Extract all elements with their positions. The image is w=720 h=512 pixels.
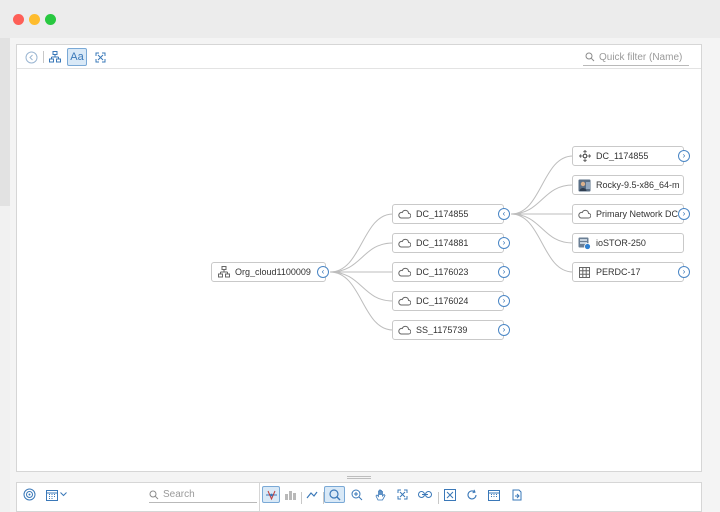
node-label: DC_1174855	[416, 209, 469, 219]
cloud-icon	[398, 295, 411, 308]
expand-toggle-network[interactable]: ›	[678, 208, 690, 220]
network-move-icon	[578, 150, 591, 163]
cloud-icon	[578, 208, 591, 221]
topology-icon[interactable]	[262, 486, 280, 503]
org-icon	[217, 266, 230, 279]
splitter-grip[interactable]	[347, 476, 371, 479]
graph-node-dc[interactable]: DC_1176024	[392, 291, 504, 311]
panel-splitter[interactable]	[16, 475, 702, 481]
graph-node-dc[interactable]: DC_1174855	[392, 204, 504, 224]
graph-node-vm[interactable]: Rocky-9.5-x86_64-m	[572, 175, 684, 195]
zoom-select-icon[interactable]	[324, 486, 345, 503]
export-icon[interactable]	[508, 486, 526, 503]
graph-toolbar: Aa Quick filter (Name)	[17, 45, 701, 69]
graph-edges	[329, 155, 574, 331]
collapse-toggle-dc[interactable]: ‹	[498, 208, 510, 220]
maximize-window-button[interactable]	[45, 14, 56, 25]
trend-icon[interactable]	[303, 486, 321, 503]
calendar-dropdown[interactable]	[43, 486, 69, 503]
toolbar-separator	[438, 492, 439, 504]
node-label: DC_1174855	[596, 151, 649, 161]
left-strip-upper	[0, 38, 10, 206]
expand-toggle-ss[interactable]: ›	[498, 324, 510, 336]
node-label: Primary Network DC	[596, 209, 679, 219]
graph-node-dc[interactable]: DC_1176023	[392, 262, 504, 282]
cloud-icon	[398, 324, 411, 337]
chevron-down-icon	[59, 492, 67, 497]
close-window-button[interactable]	[13, 14, 24, 25]
cloud-icon	[398, 237, 411, 250]
graph-node-network[interactable]: Primary Network DC	[572, 204, 684, 224]
back-icon[interactable]	[21, 48, 41, 66]
search-icon	[585, 52, 595, 62]
node-label: SS_1175739	[416, 325, 468, 335]
bottom-toolbar	[259, 482, 702, 512]
bottom-search-input[interactable]: Search	[149, 487, 257, 503]
graph-node-ss[interactable]: SS_1175739	[392, 320, 504, 340]
expand-toggle-dc[interactable]: ›	[498, 295, 510, 307]
node-label: DC_1176024	[416, 296, 469, 306]
toolbar-separator	[301, 492, 302, 504]
storage-icon	[578, 237, 591, 250]
fit-screen-icon[interactable]	[393, 486, 411, 503]
node-label: DC_1176023	[416, 267, 469, 277]
collapse-toggle-root[interactable]: ‹	[317, 266, 329, 278]
fit-screen-icon[interactable]	[90, 48, 110, 66]
node-label: PERDC-17	[596, 267, 641, 277]
search-placeholder: Search	[163, 489, 195, 500]
calendar-icon	[45, 489, 58, 501]
expand-toggle-dc[interactable]: ›	[498, 266, 510, 278]
quick-filter-placeholder: Quick filter (Name)	[599, 51, 683, 63]
graph-node-cluster[interactable]: PERDC-17	[572, 262, 684, 282]
chart-icon	[281, 486, 299, 503]
graph-node-network[interactable]: DC_1174855	[572, 146, 684, 166]
refresh-icon[interactable]	[463, 486, 481, 503]
link-icon[interactable]	[416, 486, 434, 503]
graph-node-dc[interactable]: DC_1174881	[392, 233, 504, 253]
node-label: ioSTOR-250	[596, 238, 646, 248]
node-label: Rocky-9.5-x86_64-m	[596, 180, 680, 190]
search-icon	[149, 490, 159, 499]
expand-toggle-dc[interactable]: ›	[498, 237, 510, 249]
zoom-in-icon[interactable]	[348, 486, 366, 503]
text-toggle-button[interactable]: Aa	[67, 48, 87, 66]
left-strip	[0, 38, 10, 512]
minimize-window-button[interactable]	[29, 14, 40, 25]
vm-icon	[578, 179, 591, 192]
calendar-icon[interactable]	[485, 486, 503, 503]
expand-toggle-cluster[interactable]: ›	[678, 266, 690, 278]
grid-icon	[578, 266, 591, 279]
quick-filter-input[interactable]: Quick filter (Name)	[583, 49, 689, 66]
node-label: DC_1174881	[416, 238, 469, 248]
hierarchy-icon[interactable]	[45, 48, 65, 66]
relationship-canvas: Aa Quick filter (Name) Org_cloud1100009	[16, 44, 702, 472]
bottom-left-panel: Search	[16, 482, 260, 512]
close-panel-icon[interactable]	[441, 486, 459, 503]
node-label: Org_cloud1100009	[235, 267, 311, 277]
target-icon[interactable]	[20, 486, 38, 503]
toolbar-separator	[323, 492, 324, 504]
expand-toggle-network[interactable]: ›	[678, 150, 690, 162]
cloud-icon	[398, 208, 411, 221]
graph-node-root[interactable]: Org_cloud1100009	[211, 262, 326, 282]
toolbar-separator	[43, 51, 44, 63]
pan-hand-icon[interactable]	[371, 486, 389, 503]
window-titlebar	[0, 0, 720, 38]
cloud-icon	[398, 266, 411, 279]
graph-node-storage[interactable]: ioSTOR-250	[572, 233, 684, 253]
